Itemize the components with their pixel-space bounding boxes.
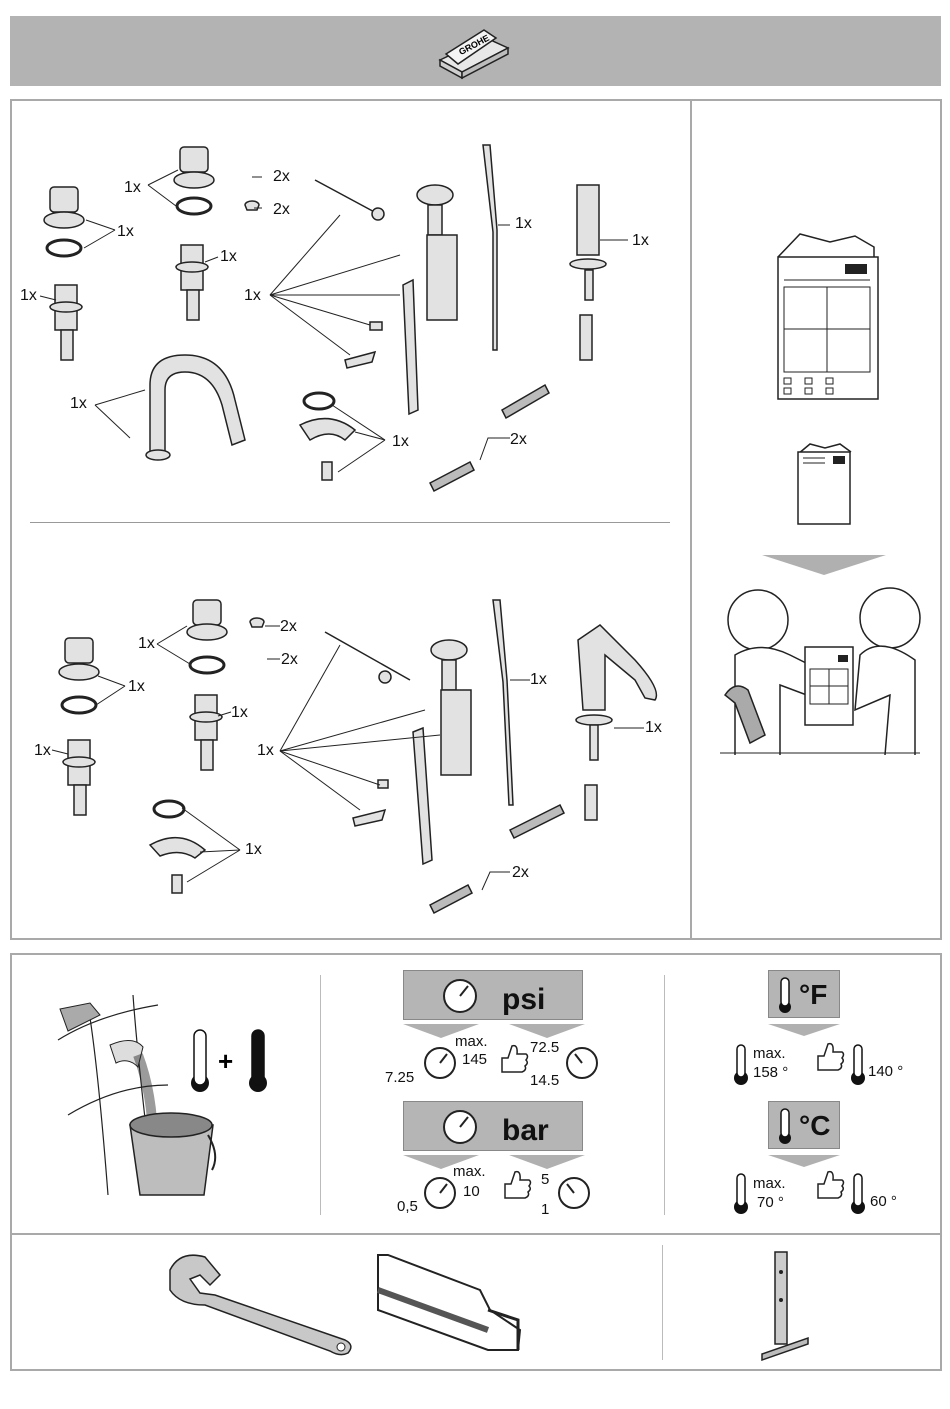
bar-rec-high: 5 xyxy=(541,1172,549,1187)
adjustable-wrench-icon xyxy=(160,1245,360,1360)
celsius-rec-value: 60 ° xyxy=(870,1194,897,1209)
bar-max-gauge-icon xyxy=(423,1176,457,1210)
thumbs-up-icon-2 xyxy=(501,1168,533,1204)
leaflet-icon xyxy=(795,442,855,527)
psi-min-value: 7.25 xyxy=(385,1070,414,1085)
label-mount-lower: 1x xyxy=(245,842,262,858)
label-screw-lower: 2x xyxy=(280,619,297,635)
label-cartridge-left: 1x xyxy=(20,288,37,304)
bar-rec-gauge-icon xyxy=(557,1176,591,1210)
label-ring-cap-b: 1x xyxy=(117,224,134,240)
fahrenheit-max-value: 158 ° xyxy=(753,1065,788,1080)
celsius-header: °C xyxy=(768,1101,840,1149)
label-rod-group-lower: 1x xyxy=(257,743,274,759)
bar-min-value: 0,5 xyxy=(397,1199,418,1214)
psi-rec-high: 72.5 xyxy=(530,1040,559,1055)
label-soap: 1x xyxy=(632,233,649,249)
thermometer-max-icon xyxy=(733,1043,749,1085)
psi-unit: psi xyxy=(502,983,545,1017)
label-body-lower: 1x xyxy=(645,720,662,736)
fahrenheit-unit: °F xyxy=(799,979,827,1011)
manual-booklet-icon xyxy=(770,232,882,402)
pressure-gauge-icon-2 xyxy=(442,1109,478,1145)
label-lift-rod: 1x xyxy=(515,216,532,232)
installer-handover-icon xyxy=(720,585,920,755)
thermometer-rec-icon-2 xyxy=(850,1172,866,1214)
celsius-max-label: max. xyxy=(753,1176,786,1191)
bar-max-label: max. xyxy=(453,1164,486,1179)
svg-text:+: + xyxy=(218,1046,233,1076)
celsius-arrow xyxy=(768,1155,840,1167)
kit-upper-drawing xyxy=(0,0,690,520)
psi-max-gauge-icon xyxy=(423,1046,457,1080)
fahrenheit-arrow xyxy=(768,1024,840,1036)
label-nut-lower: 2x xyxy=(281,652,298,668)
bar-arrows xyxy=(403,1155,585,1169)
bar-unit: bar xyxy=(502,1114,549,1148)
psi-header: psi xyxy=(403,970,583,1020)
thermometer-icon xyxy=(777,976,793,1014)
psi-arrows xyxy=(403,1024,585,1038)
fahrenheit-max-label: max. xyxy=(753,1046,786,1061)
label-spout: 1x xyxy=(70,396,87,412)
psi-max-label: max. xyxy=(455,1034,488,1049)
arrow-down-icon xyxy=(762,555,886,575)
panel-divider-vertical xyxy=(690,100,692,939)
fahrenheit-rec-value: 140 ° xyxy=(868,1064,903,1079)
celsius-unit: °C xyxy=(799,1110,830,1142)
label-cartridge-left-lower: 1x xyxy=(34,743,51,759)
psi-rec-gauge-icon xyxy=(565,1046,599,1080)
thumbs-up-icon-4 xyxy=(814,1168,846,1204)
label-ring-cap-a-lower: 1x xyxy=(138,636,155,652)
thermometer-icon-2 xyxy=(777,1107,793,1145)
celsius-max-value: 70 ° xyxy=(757,1195,784,1210)
specs-divider-horizontal xyxy=(11,1233,941,1235)
label-cartridge-right-lower: 1x xyxy=(231,705,248,721)
label-mount: 1x xyxy=(392,434,409,450)
flush-pipes-illustration: + xyxy=(38,985,298,1205)
thumbs-up-icon xyxy=(498,1042,530,1078)
specs-divider-v3 xyxy=(662,1245,663,1360)
thermometer-max-icon-2 xyxy=(733,1172,749,1214)
label-nut: 2x xyxy=(273,202,290,218)
pressure-gauge-icon xyxy=(442,978,478,1014)
label-ring-cap-a: 1x xyxy=(124,180,141,196)
thumbs-up-icon-3 xyxy=(814,1040,846,1076)
bar-header: bar xyxy=(403,1101,583,1151)
bar-rec-low: 1 xyxy=(541,1202,549,1217)
fahrenheit-header: °F xyxy=(768,970,840,1018)
bar-max-value: 10 xyxy=(463,1184,480,1199)
thermometer-rec-icon xyxy=(850,1043,866,1085)
label-lift-rod-lower: 1x xyxy=(530,672,547,688)
hacksaw-icon xyxy=(370,1250,525,1360)
psi-rec-low: 14.5 xyxy=(530,1073,559,1088)
label-hoses: 2x xyxy=(510,432,527,448)
label-screw: 2x xyxy=(273,169,290,185)
label-cartridge-right: 1x xyxy=(220,249,237,265)
psi-max-value: 145 xyxy=(462,1052,487,1067)
t-wrench-tool-icon xyxy=(760,1250,810,1362)
specs-divider-v1 xyxy=(320,975,321,1215)
label-hoses-lower: 2x xyxy=(512,865,529,881)
kit-lower-drawing xyxy=(0,560,690,930)
label-rod-group: 1x xyxy=(244,288,261,304)
kit-separator xyxy=(30,522,670,523)
label-ring-cap-b-lower: 1x xyxy=(128,679,145,695)
specs-divider-v2 xyxy=(664,975,665,1215)
